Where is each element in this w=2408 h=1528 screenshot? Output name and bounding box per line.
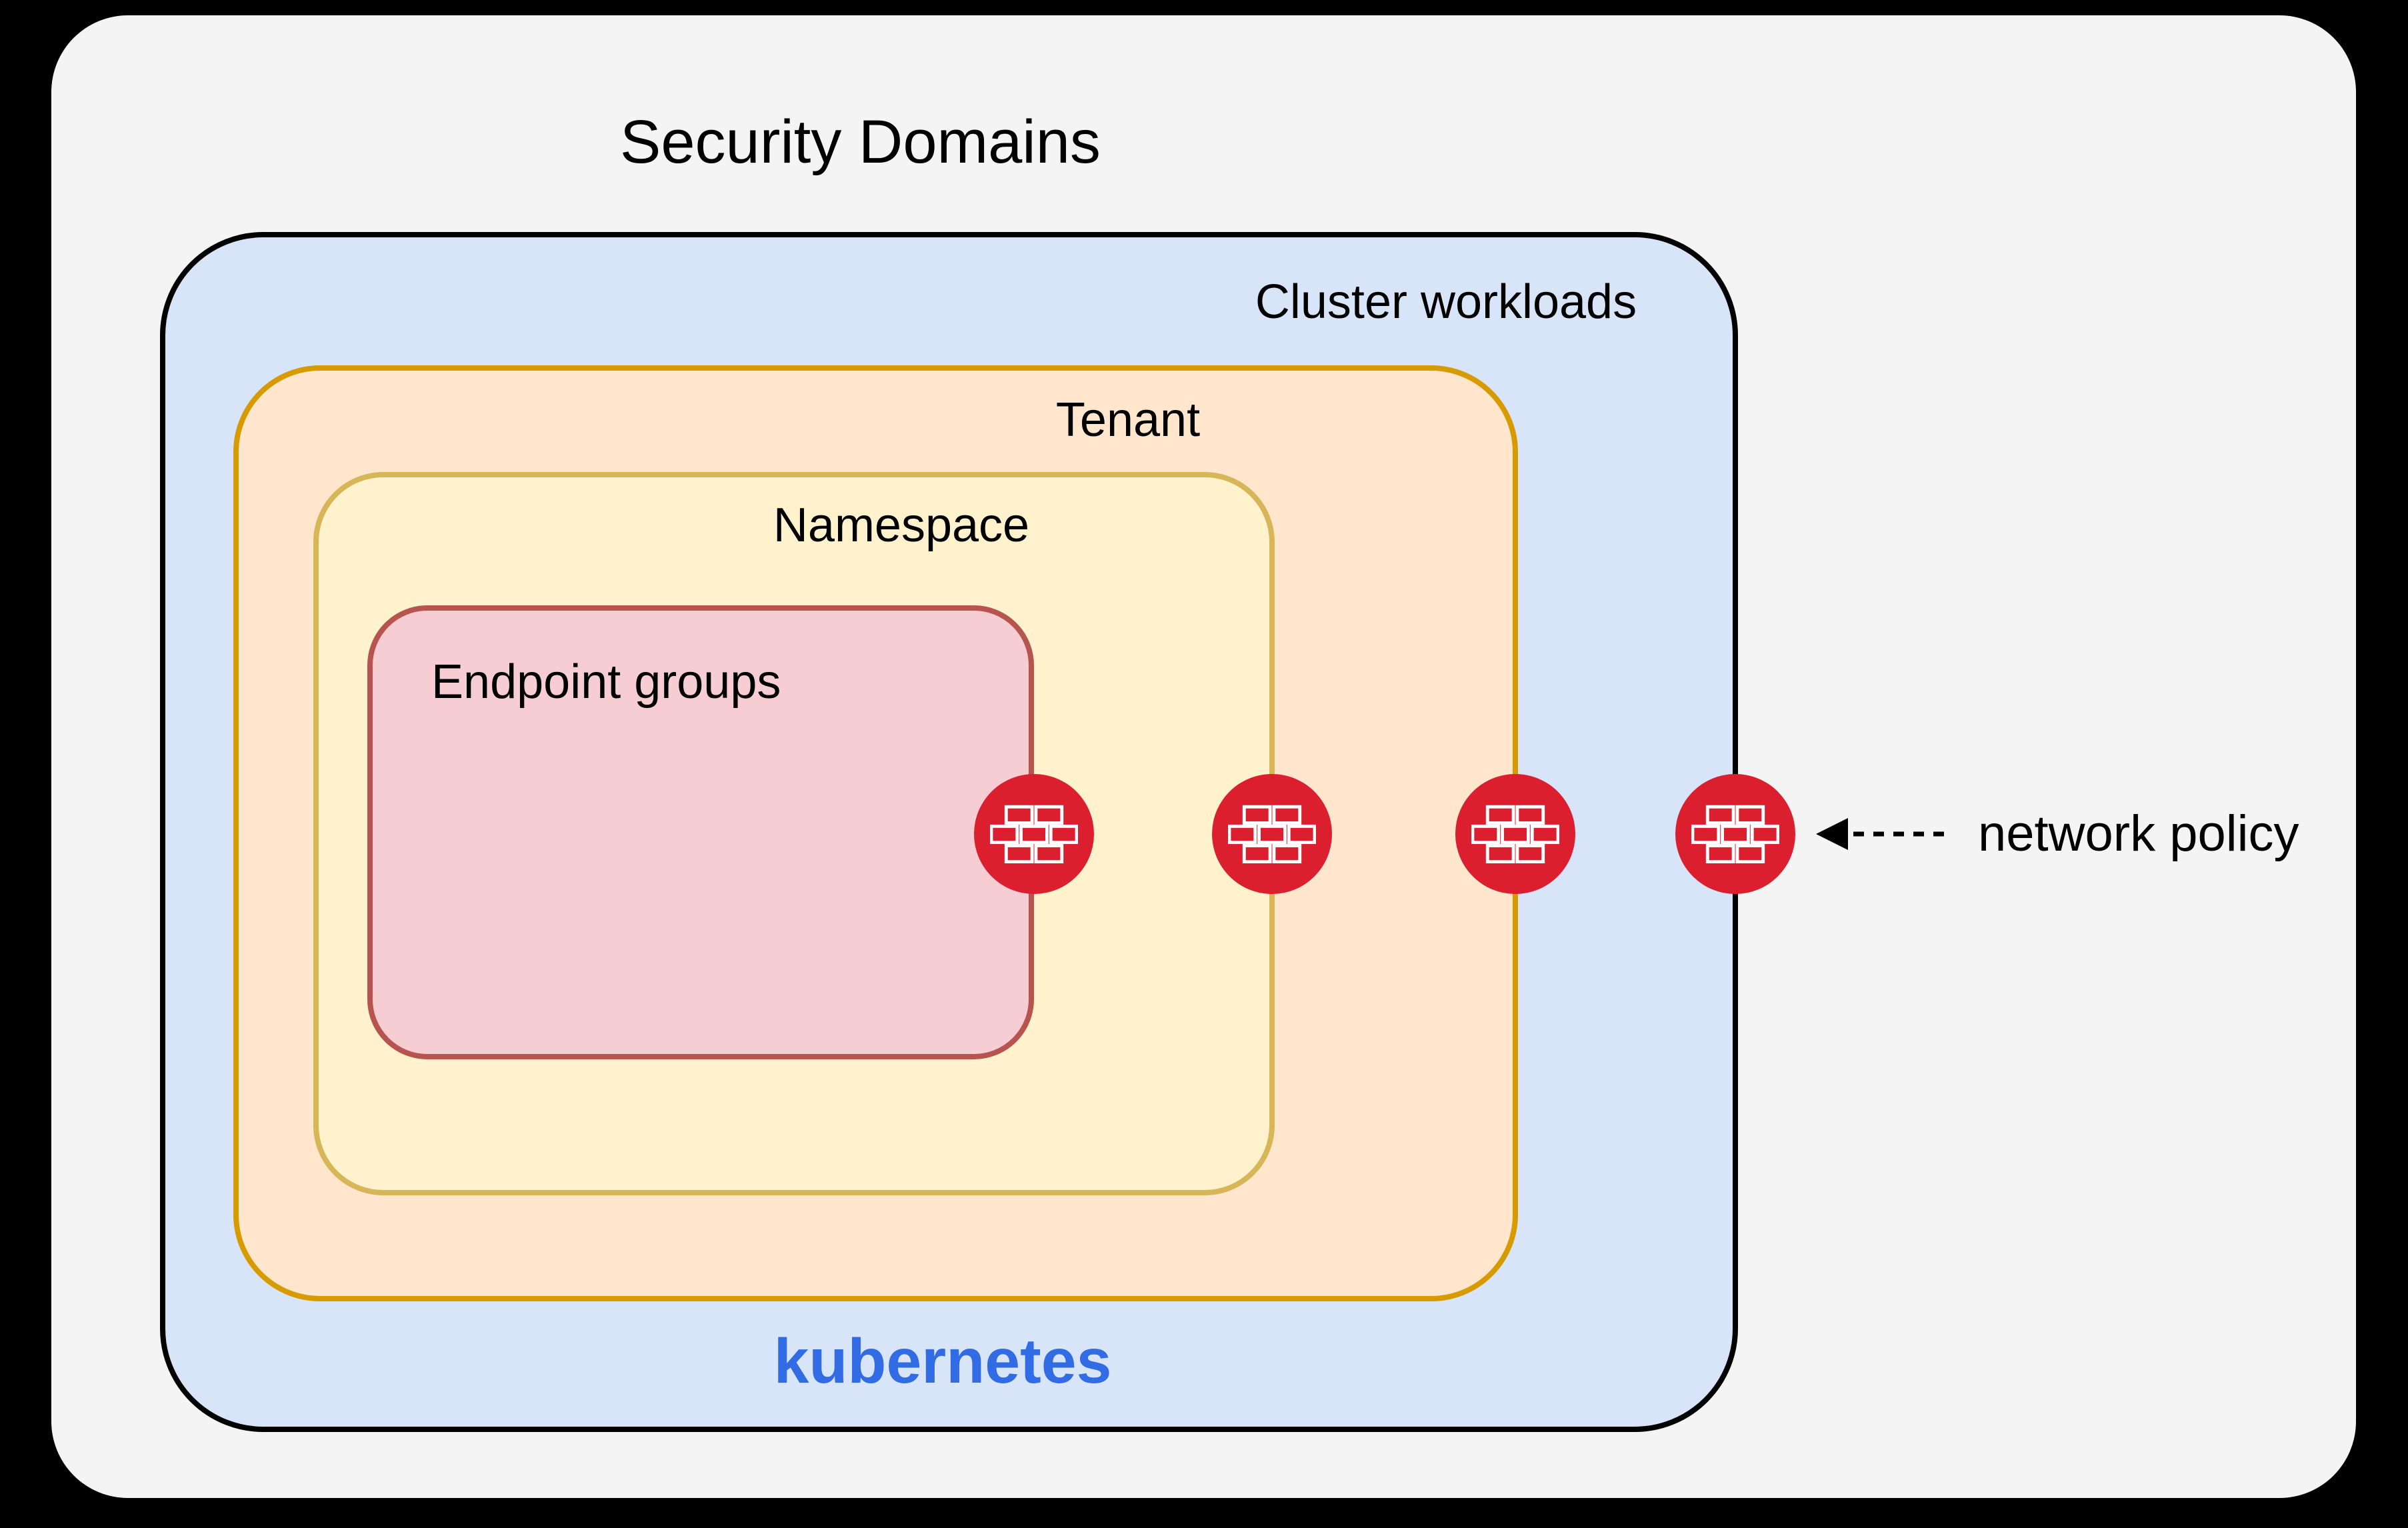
firewall-icon [1675, 774, 1795, 894]
brick-wall-glyph [990, 805, 1078, 863]
dashed-arrow-left-icon [1816, 818, 1951, 850]
brick-wall-glyph [1691, 805, 1779, 863]
firewall-icon [1212, 774, 1332, 894]
endpoint-groups-label: Endpoint groups [431, 655, 781, 709]
firewall-icon [1455, 774, 1575, 894]
firewall-icon [974, 774, 1094, 894]
kubernetes-brand-label: kubernetes [773, 1326, 1112, 1397]
diagram-canvas: Security Domains Cluster workloads Tenan… [51, 15, 2356, 1498]
diagram-title: Security Domains [620, 108, 1101, 176]
brick-wall-glyph [1471, 805, 1559, 863]
brick-wall-glyph [1228, 805, 1316, 863]
network-policy-label: network policy [1978, 805, 2299, 862]
tenant-label: Tenant [1055, 393, 1201, 447]
cluster-workloads-label: Cluster workloads [1255, 275, 1637, 329]
endpoint-groups-box [367, 605, 1034, 1059]
namespace-label: Namespace [773, 499, 1030, 552]
